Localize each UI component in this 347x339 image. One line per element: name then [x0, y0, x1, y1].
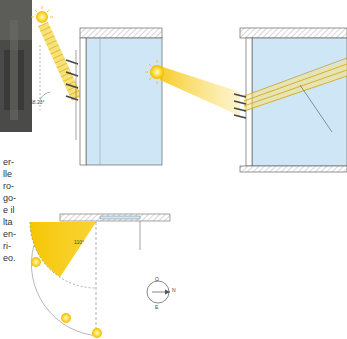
- body-text-fragment: lta: [3, 217, 13, 228]
- body-text-fragment: e il: [3, 205, 15, 216]
- body-text-fragment: eo.: [3, 253, 16, 264]
- plan-view: [30, 214, 170, 338]
- body-text-fragment: go-: [3, 193, 16, 204]
- compass-letter: E: [155, 304, 158, 310]
- section-right: [145, 28, 347, 172]
- section-left: [31, 6, 162, 165]
- angle-label: 110°: [74, 239, 84, 245]
- compass-letter: N: [172, 287, 176, 293]
- body-text-fragment: lle: [3, 169, 12, 180]
- body-text-fragment: en-: [3, 229, 16, 240]
- body-text-fragment: ri-: [3, 241, 11, 252]
- angle-label: 68.23°: [30, 99, 45, 105]
- compass-letter: O: [155, 276, 159, 282]
- body-text-fragment: ro-: [3, 181, 14, 192]
- body-text-fragment: er-: [3, 157, 14, 168]
